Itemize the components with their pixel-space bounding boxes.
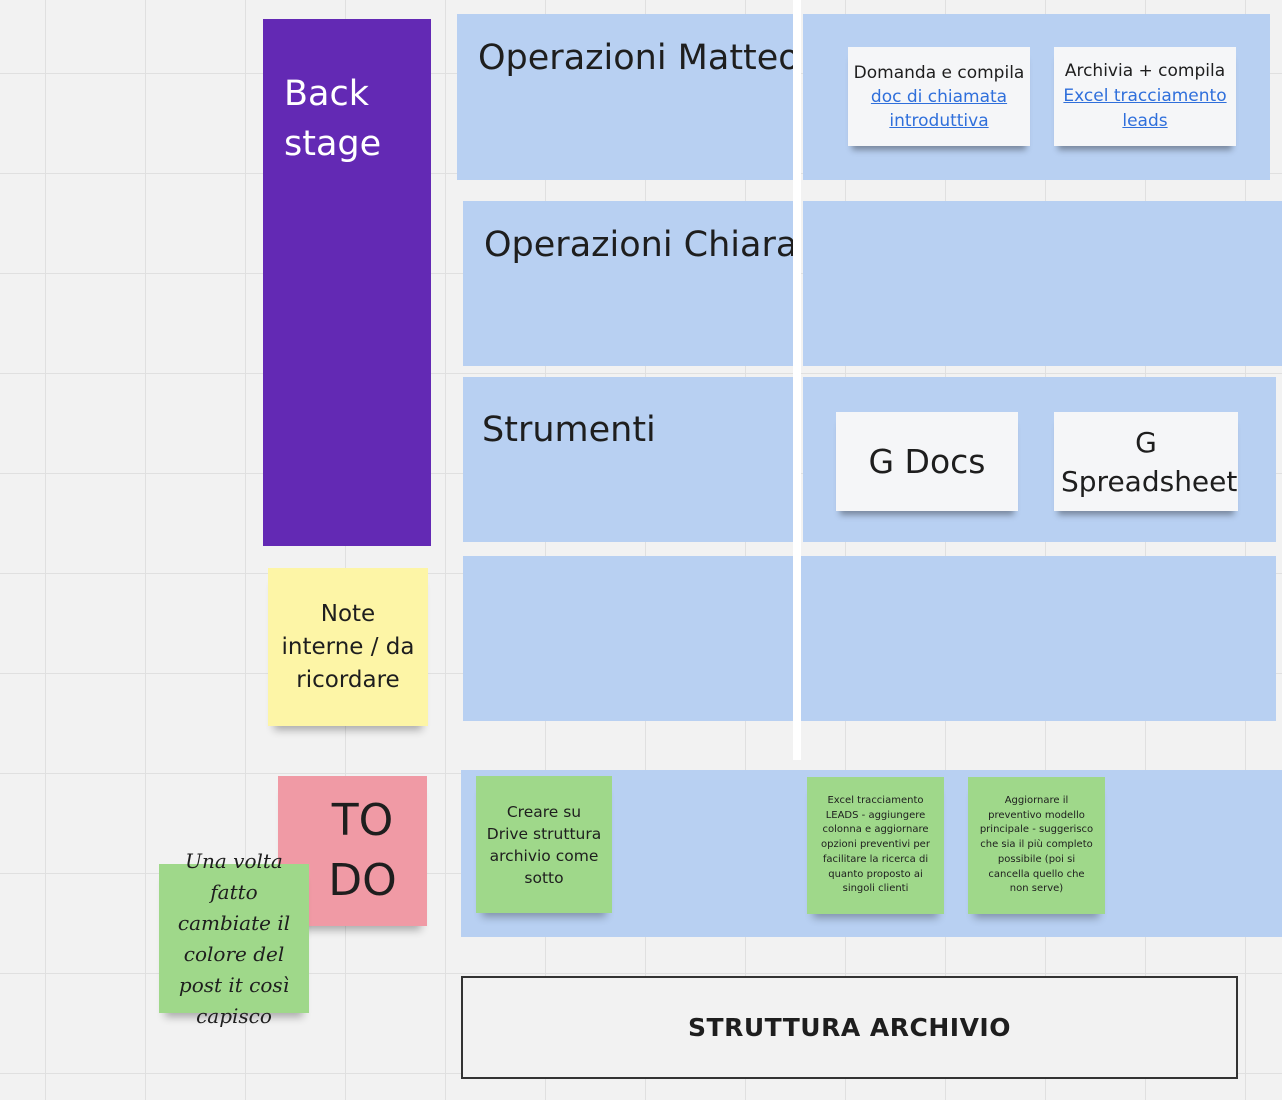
lane-title-strumenti: Strumenti bbox=[482, 410, 656, 450]
handwritten-note-sticky[interactable]: Una volta fatto cambiate il colore del p… bbox=[159, 849, 309, 1028]
todo-task-text: Excel tracciamento LEADS - aggiungere co… bbox=[821, 794, 930, 895]
card-g-docs[interactable]: G Docs bbox=[836, 412, 1018, 511]
todo-task-text: Creare su Drive struttura archivio come … bbox=[486, 802, 602, 887]
card-domanda-text: Domanda e compila bbox=[853, 62, 1025, 83]
g-spreadsheet-label: G Spreadsheet bbox=[1061, 425, 1238, 498]
lane-operazioni-matteo-left[interactable] bbox=[457, 14, 795, 180]
lane-note-left[interactable] bbox=[463, 556, 795, 721]
note-sticky[interactable]: Note interne / da ricordare bbox=[268, 568, 428, 726]
todo-label: TO DO bbox=[328, 795, 397, 906]
handwritten-note-text: Una volta fatto cambiate il colore del p… bbox=[177, 848, 291, 1028]
lane-note-right[interactable] bbox=[800, 556, 1276, 721]
backstage-label: Back stage bbox=[284, 74, 382, 164]
backstage-column[interactable]: Back stage bbox=[263, 19, 431, 546]
card-g-spreadsheet[interactable]: G Spreadsheet bbox=[1054, 412, 1238, 511]
lane-operazioni-chiara-right[interactable] bbox=[803, 201, 1282, 366]
column-divider bbox=[793, 0, 801, 760]
card-domanda-compila[interactable]: Domanda e compila doc di chiamata introd… bbox=[848, 47, 1030, 146]
struttura-archivio-title: STRUTTURA ARCHIVIO bbox=[688, 1013, 1011, 1042]
card-archivia-text: Archivia + compila bbox=[1064, 61, 1226, 81]
todo-task-sticky[interactable]: Aggiornare il preventivo modello princip… bbox=[968, 777, 1105, 914]
todo-task-sticky[interactable]: Creare su Drive struttura archivio come … bbox=[476, 776, 612, 913]
todo-task-sticky[interactable]: Excel tracciamento LEADS - aggiungere co… bbox=[807, 777, 944, 914]
lane-title-operazioni-matteo: Operazioni Matteo bbox=[478, 38, 800, 78]
card-archivia-compila[interactable]: Archivia + compila Excel tracciamento le… bbox=[1054, 47, 1236, 146]
g-docs-label: G Docs bbox=[868, 442, 986, 481]
struttura-archivio-frame[interactable]: STRUTTURA ARCHIVIO bbox=[461, 976, 1238, 1079]
doc-chiamata-link[interactable]: doc di chiamata introduttiva bbox=[870, 86, 1008, 131]
lane-operazioni-chiara-left[interactable] bbox=[463, 201, 795, 366]
todo-task-text: Aggiornare il preventivo modello princip… bbox=[979, 794, 1094, 895]
lane-title-operazioni-chiara: Operazioni Chiara bbox=[484, 225, 798, 265]
excel-tracciamento-link[interactable]: Excel tracciamento leads bbox=[1063, 86, 1227, 131]
todo-sticky[interactable]: TO DO bbox=[278, 776, 427, 926]
lane-strumenti-left[interactable] bbox=[463, 377, 795, 542]
note-label: Note interne / da ricordare bbox=[281, 600, 415, 693]
